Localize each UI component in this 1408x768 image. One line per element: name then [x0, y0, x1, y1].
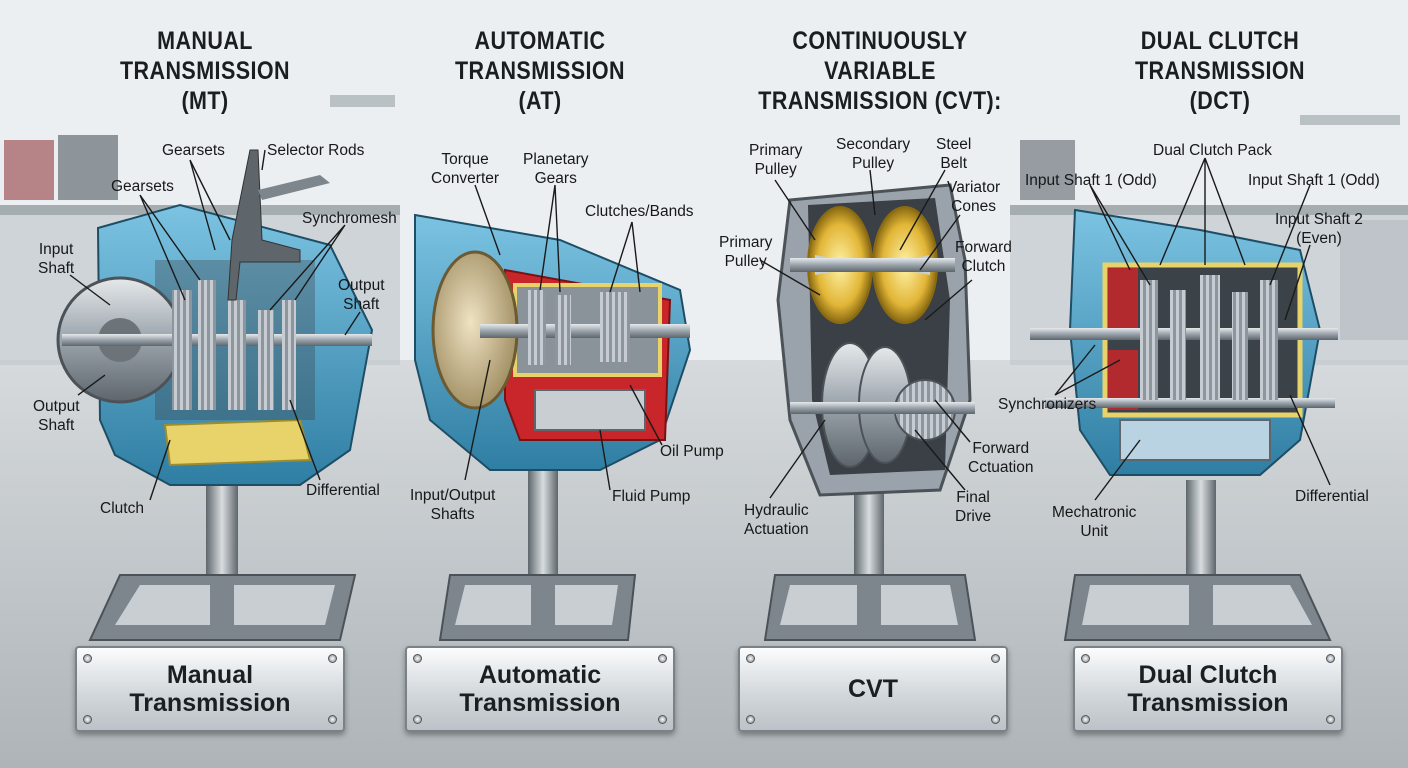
dct-gear-3 [1200, 275, 1220, 400]
dct-red-seal-upper [1108, 268, 1138, 338]
left-shelf-box-2 [58, 135, 118, 200]
title-cvt-line2: TRANSMISSION (CVT): [758, 87, 1002, 115]
title-cvt-line1: CONTINUOUSLY VARIABLE [792, 27, 968, 85]
automatic-shaft [480, 324, 690, 338]
dct-mechatronic-unit [1119, 419, 1271, 461]
dct-gear-1 [1140, 280, 1158, 400]
title-dct: DUAL CLUTCH TRANSMISSION (DCT) [1104, 26, 1336, 116]
right-tool-rail [1300, 115, 1400, 125]
manual-transmission-illustration [56, 149, 374, 641]
manual-gear-5 [282, 300, 296, 410]
automatic-clutch-pack [600, 292, 630, 362]
label-mt-differential: Differential [306, 482, 380, 499]
automatic-transmission-illustration [414, 213, 692, 641]
label-dct-dual-clutch-pack: Dual Clutch Pack [1153, 142, 1272, 159]
label-dct-synchronizers: Synchronizers [998, 396, 1097, 413]
label-dct-input-shaft-1-right: Input Shaft 1 (Odd) [1248, 172, 1380, 189]
label-at-fluid-pump: Fluid Pump [612, 488, 691, 505]
label-mt-synchromesh: Synchromesh [302, 210, 397, 227]
title-automatic-line2: TRANSMISSION (AT) [454, 57, 626, 115]
manual-gear-4 [258, 310, 274, 410]
label-at-clutches-bands: Clutches/Bands [585, 203, 694, 220]
title-automatic-line1: AUTOMATIC [474, 27, 606, 55]
manual-selector-arm [258, 175, 330, 200]
title-manual: MANUAL TRANSMISSION (MT) [115, 26, 296, 116]
label-dct-input-shaft-1-left: Input Shaft 1 (Odd) [1025, 172, 1157, 189]
label-dct-input-shaft-2: Input Shaft 2(Even) [1275, 211, 1363, 247]
manual-oil-sump [163, 418, 312, 467]
dct-illustration [1030, 208, 1338, 641]
cvt-output-shaft [790, 402, 975, 414]
automatic-planetary-gear-b [555, 295, 571, 365]
cvt-stand [763, 490, 977, 641]
label-mt-gearsets-top: Gearsets [162, 142, 225, 159]
manual-stand [88, 470, 357, 641]
plate-cvt: CVT [738, 646, 1008, 732]
automatic-planetary-gear-a [528, 290, 546, 365]
label-at-oil-pump: Oil Pump [660, 443, 724, 460]
left-shelf-box-1 [4, 140, 54, 200]
cvt-variator-shaft [790, 258, 955, 272]
leader-lines [69, 149, 1331, 501]
cvt-illustration [763, 183, 977, 641]
right-shelf-box [1020, 140, 1075, 200]
title-dct-line2: TRANSMISSION (DCT) [1134, 57, 1306, 115]
label-dct-differential: Differential [1295, 488, 1369, 505]
manual-gear-3 [228, 300, 246, 410]
automatic-valve-body [534, 389, 646, 431]
right-drawer-cabinet [1340, 220, 1408, 340]
left-tool-board [330, 95, 395, 107]
dct-gear-5 [1260, 280, 1278, 400]
manual-gear-1 [172, 290, 192, 410]
right-workbench-top [1010, 205, 1408, 215]
label-mt-gearsets: Gearsets [111, 178, 174, 195]
label-mt-clutch: Clutch [100, 500, 144, 517]
automatic-stand [438, 470, 637, 641]
dct-shaft-2 [1045, 398, 1335, 408]
title-dct-line1: DUAL CLUTCH [1140, 27, 1300, 55]
dct-gear-2 [1170, 290, 1186, 400]
label-mt-selector-rods: Selector Rods [267, 142, 365, 159]
title-cvt: CONTINUOUSLY VARIABLE TRANSMISSION (CVT)… [742, 26, 1017, 116]
title-automatic: AUTOMATIC TRANSMISSION (AT) [441, 26, 639, 116]
dct-gear-4 [1232, 292, 1248, 400]
title-manual-line1: MANUAL [157, 27, 253, 55]
title-manual-line2: TRANSMISSION (MT) [119, 57, 291, 115]
plate-cvt-text: CVT [848, 675, 898, 703]
dct-stand [1063, 480, 1332, 641]
manual-gear-2 [198, 280, 216, 410]
manual-input-shaft-bar [62, 334, 372, 346]
